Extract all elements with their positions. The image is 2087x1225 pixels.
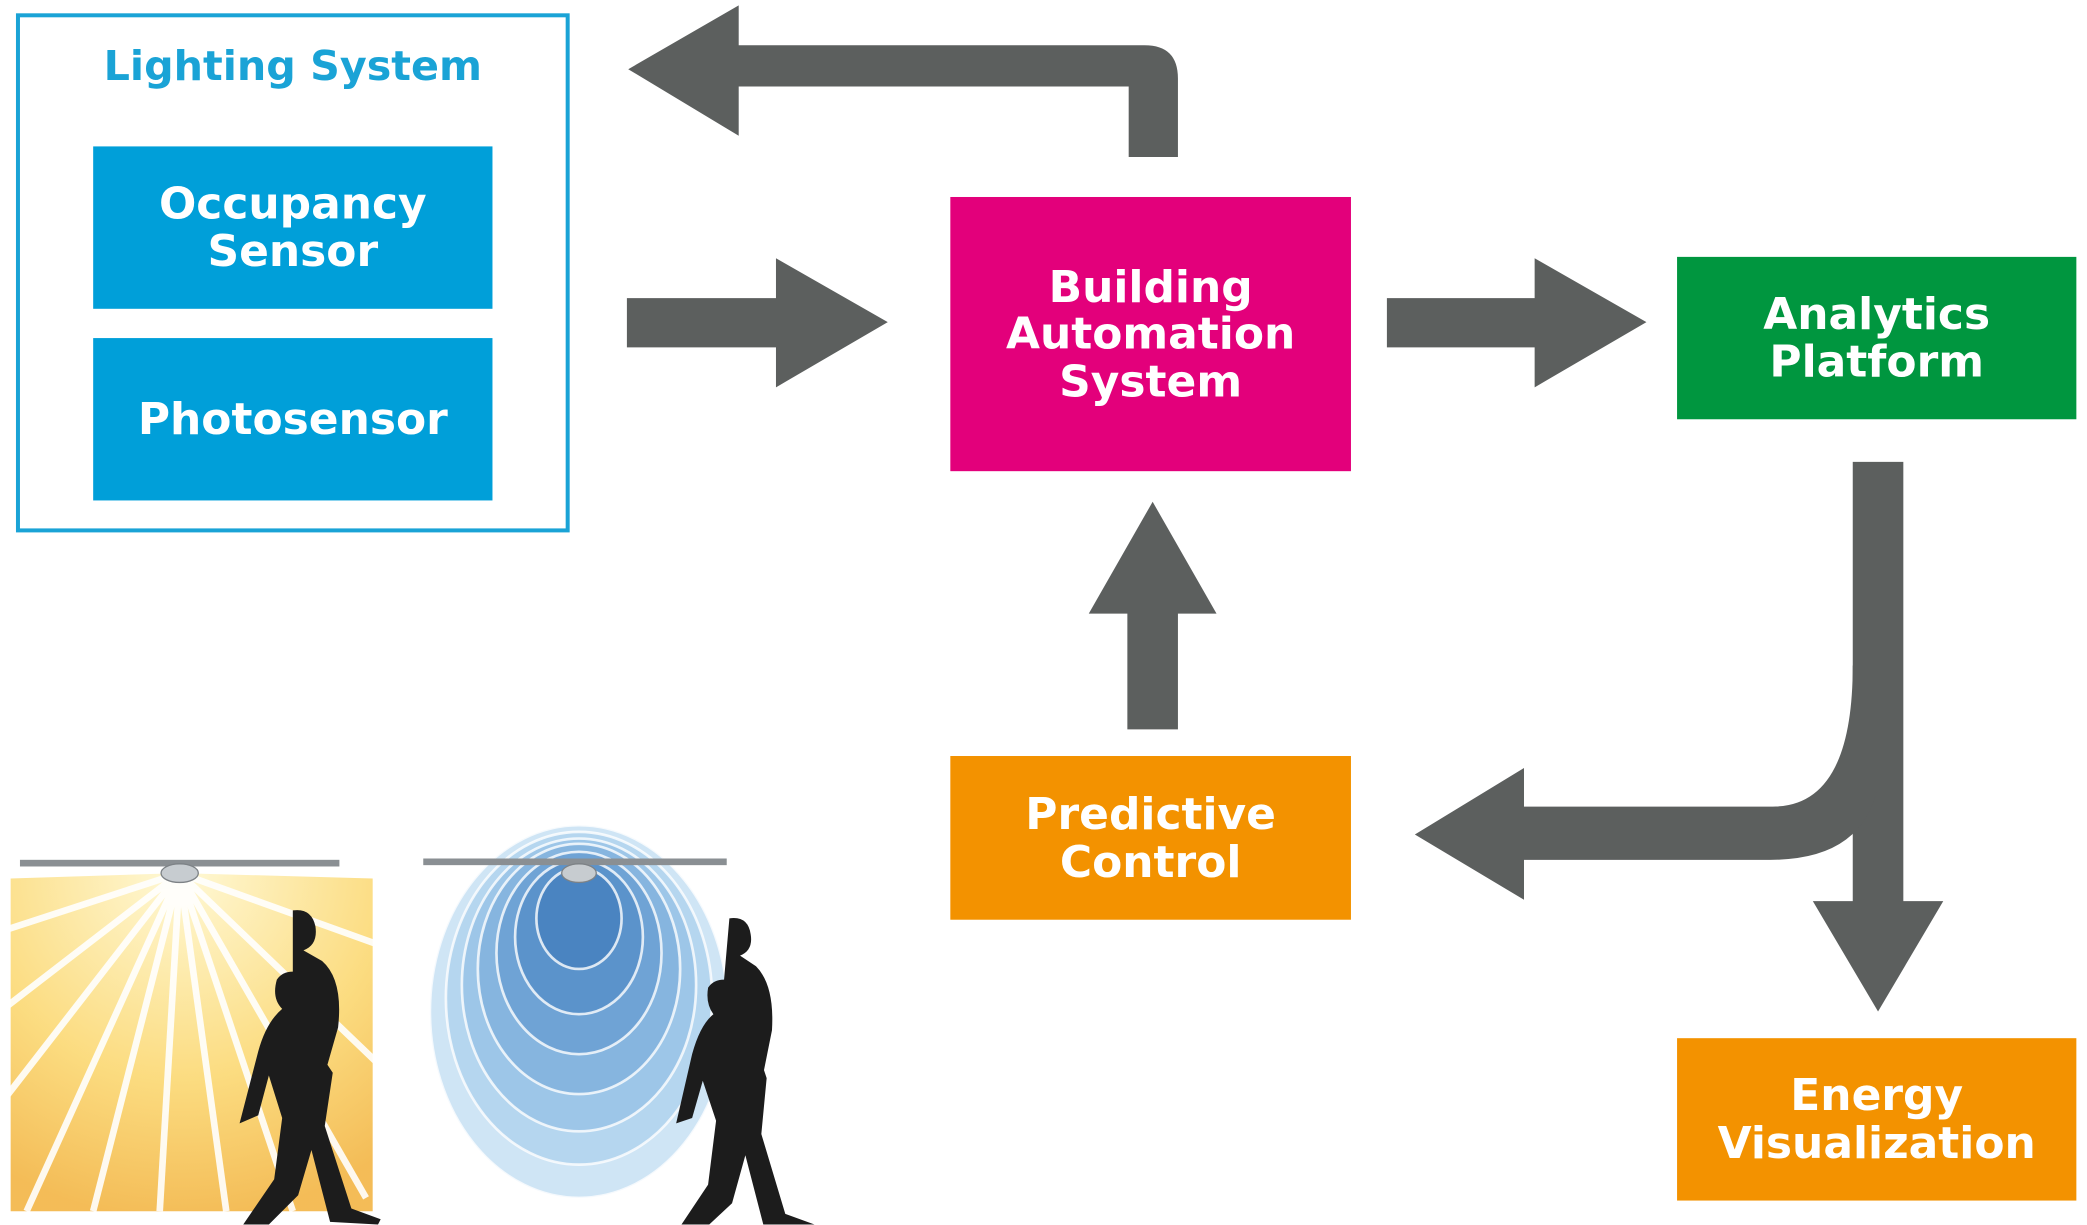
- occupancy-sensor-label-line2: Sensor: [207, 224, 379, 277]
- photosensor-label: Photosensor: [137, 392, 448, 445]
- predictive-label-line1: Predictive: [1025, 787, 1276, 840]
- photosensor-box: Photosensor: [93, 338, 493, 501]
- occupancy-sensor-label-line1: Occupancy: [158, 177, 427, 230]
- energy-label-line2: Visualization: [1717, 1116, 2036, 1169]
- arrow-predictive-to-bas: [1088, 501, 1217, 730]
- building-automation-system-box: Building Automation System: [950, 196, 1351, 472]
- energy-label-line1: Energy: [1790, 1069, 1964, 1122]
- analytics-label-line2: Platform: [1769, 335, 1985, 388]
- occupancy-sensor-box: Occupancy Sensor: [93, 146, 493, 309]
- sensor-head-right: [561, 863, 597, 884]
- light-beam-fan: [0, 869, 382, 1213]
- predictive-label-line2: Control: [1059, 835, 1242, 888]
- arrow-lighting-to-bas: [626, 258, 888, 388]
- person-silhouette-right: [676, 918, 815, 1225]
- arrow-analytics-to-predictive: [1414, 665, 1879, 900]
- arrow-bas-to-lighting: [628, 5, 1178, 158]
- bas-label-line2: Automation: [1005, 307, 1296, 360]
- lighting-system-frame: [15, 13, 570, 533]
- sensor-head-left: [160, 863, 199, 884]
- predictive-control-box: Predictive Control: [950, 756, 1351, 920]
- analytics-label-line1: Analytics: [1763, 287, 1991, 340]
- analytics-platform-box: Analytics Platform: [1677, 256, 2077, 420]
- bas-label-line3: System: [1059, 355, 1243, 408]
- person-silhouette-left: [239, 910, 381, 1225]
- sensor-illustration: [0, 825, 815, 1225]
- lighting-system-title: Lighting System: [103, 42, 483, 91]
- bas-label-line1: Building: [1048, 260, 1253, 313]
- sensor-detection-field: [428, 825, 730, 1200]
- light-fixture-right: [423, 858, 727, 866]
- energy-visualization-box: Energy Visualization: [1677, 1038, 2077, 1201]
- arrow-bas-to-analytics: [1386, 258, 1647, 388]
